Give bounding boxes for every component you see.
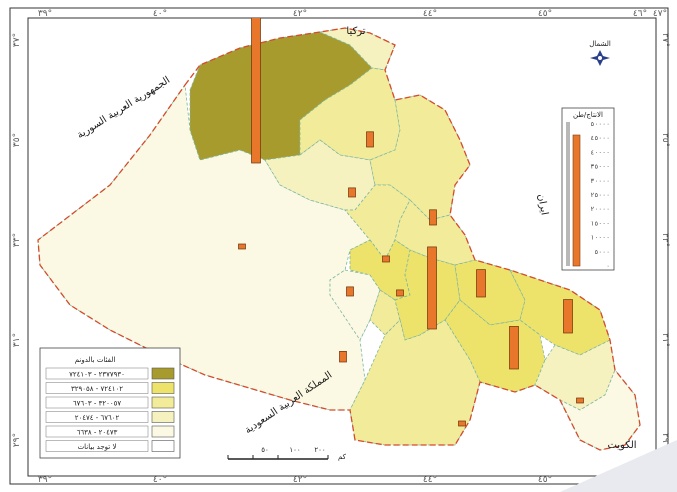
bar-erbil (366, 131, 374, 148)
chart-tick-label: ٤٠٠٠٠ (590, 148, 610, 156)
chart-tick-label: ٥٠٠٠ (594, 248, 610, 256)
legend-label: ٧٢٤١٠٢ - ٣٢٩٠٥٨ (71, 385, 123, 393)
chart-tick-label: ٢٠٠٠٠ (590, 205, 610, 213)
right-tick-label: ٢٩° (660, 433, 670, 447)
scale-tick-1: ٥٠ (261, 446, 269, 454)
top-tick-label: ٤٠° (153, 9, 167, 19)
bar-baghdad (346, 286, 354, 297)
scale-bar: ٥٠ ١٠٠ ٢٠٠ كم (227, 446, 347, 461)
north-arrow: الشمال (589, 40, 611, 66)
legend-label-box (45, 425, 149, 438)
province-dohuk (318, 27, 396, 71)
top-tick-label: ٤٥° (538, 9, 552, 19)
bottom-tick-label: ٤٤° (423, 475, 437, 485)
chart-tick-label: ٥٠٠٠٠ (590, 120, 610, 128)
label-kuwait: الكويت (607, 440, 636, 451)
legend: الفئات بالدونم ٢٣٧٧٩٣٠ - ٧٢٤١٠٣ ٧٢٤١٠٢ - … (39, 347, 181, 459)
chart-tick-label: ٠ (606, 262, 610, 270)
top-tick-label: ٤٢° (293, 9, 307, 19)
bar-babil (427, 246, 437, 330)
province-salahaddin (344, 184, 411, 261)
legend-swatch (151, 382, 175, 394)
bar-diyala (396, 289, 404, 297)
bar-maysan (563, 299, 573, 334)
bar-nineveh (251, 18, 261, 164)
left-tick-label: ٢٩° (12, 433, 22, 447)
legend-label-box (45, 367, 149, 380)
legend-swatch (151, 425, 175, 438)
chart-tick-label: ٢٥٠٠٠ (590, 191, 610, 199)
legend-label-box (45, 440, 149, 452)
bar-karbala (339, 351, 347, 363)
legend-label: ٦٧٦٠٢ - ٢٠٤٧٤ (75, 414, 120, 422)
bar-wasit (476, 269, 486, 298)
map-body (37, 18, 641, 451)
bar-anbar (238, 243, 246, 250)
province-baghdad (349, 239, 411, 301)
province-anbar-fringe (329, 269, 381, 341)
production-bars (238, 18, 584, 427)
left-tick-label: ٣٥° (12, 133, 22, 147)
chart-tick-label: ٤٥٠٠٠ (590, 134, 610, 142)
bar-najaf (458, 420, 466, 427)
bottom-tick-label: ٤٥° (538, 475, 552, 485)
right-tick-label: ٣٧° (660, 33, 670, 47)
top-tick-label: ٤٧° (653, 9, 667, 19)
scale-unit: كم (338, 453, 347, 461)
top-tick-label: ٣٩° (38, 9, 52, 19)
label-turkey: تركيا (346, 26, 365, 37)
top-tick-label: ٤٦° (633, 9, 647, 19)
legend-label: ٢٣٧٧٩٣٠ - ٧٢٤١٠٣ (69, 371, 125, 379)
bar-kirkuk (348, 187, 356, 198)
scale-tick-3: ٢٠٠ (314, 446, 325, 454)
legend-label-box (45, 411, 149, 423)
left-tick-label: ٣٧° (12, 33, 22, 47)
legend-label-box (45, 382, 149, 394)
right-tick-label: ٣١° (660, 333, 670, 347)
bottom-tick-label: ٤٠° (153, 475, 167, 485)
top-tick-label: ٤٤° (423, 9, 437, 19)
country-border (37, 27, 641, 451)
legend-label-box (45, 396, 149, 409)
production-chart: الانتاج/طن ٥٠٠٠٠٤٥٠٠٠٤٠٠٠٠٣٥٠٠٠٣٠٠٠٠٢٥٠٠… (561, 107, 615, 271)
right-tick-label: ٣٥° (660, 133, 670, 147)
chart-tick-label: ٣٠٠٠٠ (590, 177, 610, 185)
province-karbala (369, 289, 401, 336)
left-tick-label: ٣١° (12, 333, 22, 347)
bar-dhiqar (576, 397, 584, 404)
legend-swatch (151, 411, 175, 423)
chart-title: الانتاج/طن (573, 111, 603, 119)
chart-tick-label: ٣٥٠٠٠ (590, 163, 610, 171)
legend-label: ٢٠٤٧٣ - ٦٦٣٨ (77, 429, 118, 437)
scale-tick-2: ١٠٠ (289, 446, 300, 454)
chart-tick-label: ١٠٠٠٠ (590, 234, 610, 242)
left-tick-label: ٣٣° (12, 233, 22, 247)
bottom-tick-label: ٤٢° (293, 475, 307, 485)
label-iran: ايران (535, 193, 550, 216)
page-curl (560, 440, 677, 492)
chart-sample-bar (572, 134, 581, 267)
bottom-tick-label: ٣٩° (38, 475, 52, 485)
bar-salahaddin (382, 255, 390, 263)
chart-axis-bar (566, 122, 570, 266)
chart-tick-label: ١٥٠٠٠ (590, 219, 610, 227)
right-tick-label: ٣٣° (660, 233, 670, 247)
north-label: الشمال (589, 40, 611, 48)
bar-qadisiyah (509, 326, 519, 370)
legend-label: لا توجد بيانات (78, 443, 117, 451)
bar-sulaymaniyah (429, 209, 437, 226)
legend-title: الفئات بالدونم (75, 356, 116, 364)
legend-swatch (151, 367, 175, 380)
legend-swatch (151, 440, 175, 452)
legend-swatch (151, 396, 175, 409)
legend-label: ٣٢٠٠٥٧ - ٦٧٦٠٣ (73, 400, 122, 408)
